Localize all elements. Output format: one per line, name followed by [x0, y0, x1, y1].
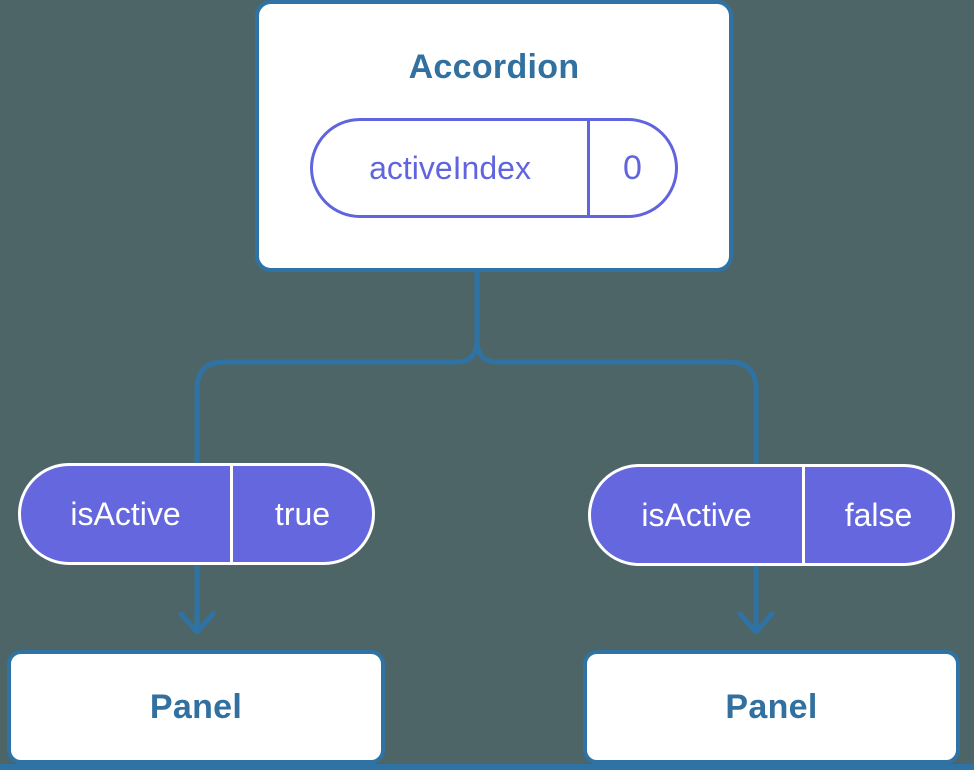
prop-pill-divider [230, 466, 233, 562]
arrowhead-right-icon [737, 611, 775, 635]
panel-node-title: Panel [725, 687, 818, 726]
state-pill-label: activeIndex [369, 149, 531, 186]
accordion-node: Accordion activeIndex 0 [255, 0, 733, 272]
panel-node-title: Panel [149, 687, 243, 726]
panel-node-right: Panel [583, 650, 960, 764]
connector-right-branch [474, 272, 759, 630]
prop-pill-isactive-false: isActive false [588, 464, 955, 566]
state-pill-value: 0 [623, 148, 642, 187]
state-pill-divider [587, 121, 590, 215]
prop-pill-value: false [844, 496, 913, 533]
connector-left-branch [194, 272, 480, 630]
bottom-border-bar [0, 764, 974, 770]
prop-pill-isactive-true: isActive true [18, 463, 375, 565]
panel-node-left: Panel [7, 650, 385, 764]
accordion-node-title: Accordion [408, 48, 580, 86]
prop-pill-divider [802, 467, 805, 563]
prop-pill-value: true [274, 495, 331, 532]
prop-pill-label: isActive [70, 495, 181, 532]
state-pill-activeindex: activeIndex 0 [310, 118, 678, 218]
prop-pill-label: isActive [641, 496, 752, 533]
arrowhead-left-icon [178, 611, 216, 635]
